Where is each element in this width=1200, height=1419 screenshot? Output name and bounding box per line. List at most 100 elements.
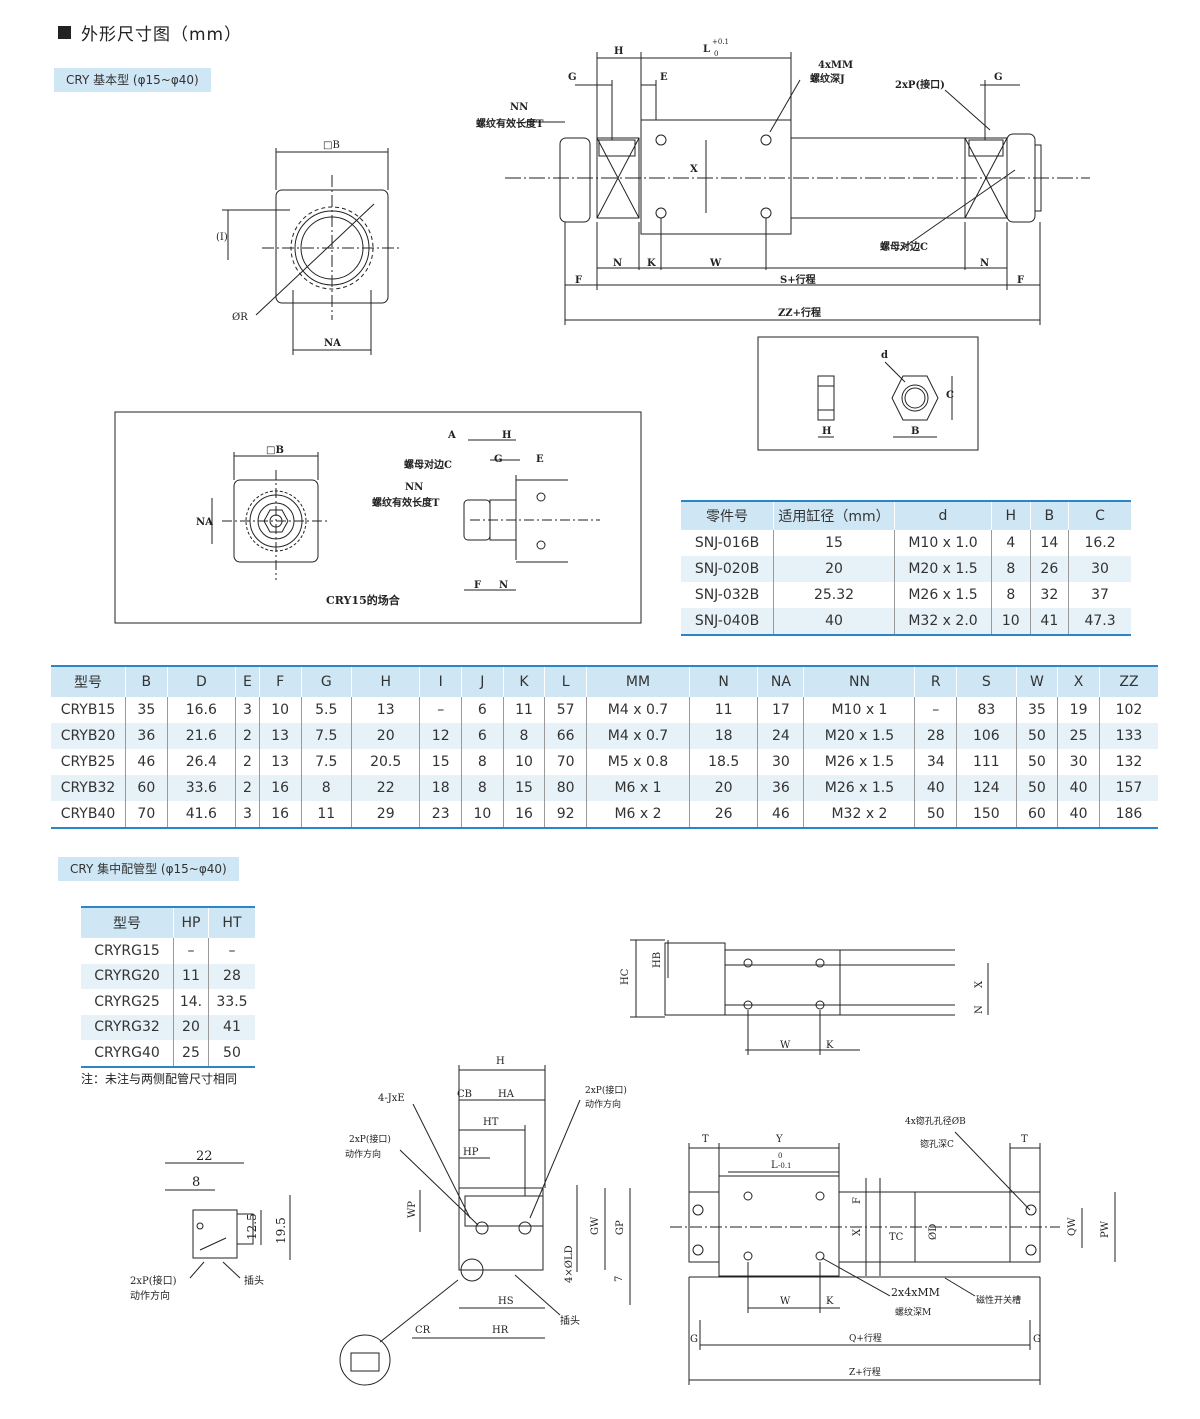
table-cell: 46 xyxy=(125,749,168,775)
table-cell: 29 xyxy=(351,801,421,829)
table-cell: 35 xyxy=(1015,697,1059,723)
table-cell: 70 xyxy=(544,749,587,775)
table-cell: 2 xyxy=(235,723,260,749)
table-cell: 13 xyxy=(258,723,302,749)
pipe-right-slot: 磁性开关槽 xyxy=(976,1294,1021,1306)
pipe-right-counterbore: 4x锪孔孔径ØB xyxy=(905,1115,966,1127)
table-cell: M6 x 2 xyxy=(586,801,690,829)
table-cell: 25.32 xyxy=(773,582,895,608)
pipe-top-hb: HB xyxy=(652,952,663,968)
pipe-right-g-left: G xyxy=(690,1334,698,1345)
table-cell: M26 x 1.5 xyxy=(803,749,916,775)
dim-r: ØR xyxy=(232,312,248,323)
table-cell: – xyxy=(914,697,958,723)
table-cell: 16 xyxy=(502,801,546,829)
nut-detail-drawing xyxy=(817,361,953,438)
label-nn: NN xyxy=(510,102,528,113)
rg-table-header: 型号 HP HT xyxy=(81,906,255,938)
table-row: CRYRG15–– xyxy=(81,938,255,964)
label-port: 2xP(接口) xyxy=(895,78,945,91)
main-th: N xyxy=(688,665,759,697)
table-cell: 14 xyxy=(1029,530,1070,556)
pipe-mid-ld: 4×ØLD xyxy=(564,1245,575,1283)
table-cell: 16 xyxy=(258,775,302,801)
dim-l: L xyxy=(703,44,710,55)
table-cell: 15 xyxy=(502,775,546,801)
table-cell: CRYRG32 xyxy=(81,1014,174,1040)
pipe-mid-ha: HA xyxy=(498,1089,515,1100)
nut-detail-frame xyxy=(757,336,979,451)
nut-dim-h: H xyxy=(822,426,831,437)
cry15-dim-f: F xyxy=(474,580,481,591)
table-cell: 83 xyxy=(956,697,1017,723)
table-cell: M32 x 2 xyxy=(803,801,916,829)
cry15-dim-e: E xyxy=(536,454,544,465)
table-cell: 28 xyxy=(914,723,958,749)
table-cell: 20 xyxy=(688,775,759,801)
section-tag-piping: CRY 集中配管型 (φ15~φ40) xyxy=(58,857,239,881)
pipe-top-hc: HC xyxy=(620,968,631,985)
table-cell: 26 xyxy=(1029,556,1070,582)
pipe-mid-hs: HS xyxy=(498,1296,514,1307)
table-cell: 35 xyxy=(125,697,168,723)
pipe-mid-wp: WP xyxy=(407,1201,418,1218)
nut-th-0: 零件号 xyxy=(681,500,774,530)
cry15-drawing xyxy=(211,439,600,591)
cry15-frame xyxy=(114,411,642,624)
page-title: 外形尺寸图（mm） xyxy=(58,20,242,45)
cry15-dim-n: N xyxy=(499,580,508,591)
table-cell: 16 xyxy=(258,801,302,829)
dim-f-left: F xyxy=(575,275,582,286)
table-cell: CRYB15 xyxy=(51,697,126,723)
table-cell: 11 xyxy=(300,801,353,829)
table-cell: 124 xyxy=(956,775,1017,801)
pipe-right-g-right: G xyxy=(1033,1334,1041,1345)
nut-dim-b: B xyxy=(911,426,919,437)
table-cell: CRYB40 xyxy=(51,801,126,829)
pipe-right-l-tol2: -0.1 xyxy=(778,1162,792,1170)
main-th: R xyxy=(914,665,958,697)
pipe-mid-cb: CB xyxy=(457,1089,472,1100)
main-th: D xyxy=(166,665,237,697)
pipe-small-plug: 插头 xyxy=(244,1274,264,1287)
table-cell: 11 xyxy=(502,697,546,723)
nut-th-5: C xyxy=(1068,500,1131,530)
main-th: B xyxy=(125,665,168,697)
pipe-right-w: W xyxy=(780,1296,791,1307)
table-cell: 26 xyxy=(688,801,759,829)
pipe-mid-h: H xyxy=(496,1056,505,1067)
table-cell: 46 xyxy=(757,801,805,829)
table-cell: 40 xyxy=(914,775,958,801)
pipe-right-t-left: T xyxy=(702,1134,709,1145)
dim-l-tol: +0.1 xyxy=(712,38,729,46)
pipe-mid-je: 4-JxE xyxy=(378,1093,405,1104)
nut-th-3: H xyxy=(991,500,1031,530)
table-cell: 7.5 xyxy=(300,723,353,749)
table-cell: 70 xyxy=(125,801,168,829)
pipe-top-k: K xyxy=(826,1040,834,1051)
table-cell: 10 xyxy=(258,697,302,723)
table-cell: 8 xyxy=(461,749,504,775)
cry15-dim-b: □B xyxy=(266,445,284,456)
table-cell: 12 xyxy=(419,723,463,749)
table-cell: 157 xyxy=(1098,775,1158,801)
table-cell: 16.6 xyxy=(166,697,237,723)
pipe-mid-ht: HT xyxy=(483,1117,499,1128)
table-cell: 18 xyxy=(419,775,463,801)
table-cell: 10 xyxy=(461,801,504,829)
table-cell: SNJ-040B xyxy=(681,608,774,636)
label-mm: 4xMM xyxy=(818,60,853,71)
section-tag-basic: CRY 基本型 (φ15~φ40) xyxy=(54,68,211,92)
cry15-label-nut: 螺母对边C xyxy=(404,458,452,471)
cry15-label-nn-thread: 螺纹有效长度T xyxy=(372,496,440,509)
pipe-right-q: Q+行程 xyxy=(849,1332,882,1344)
rg-th-0: 型号 xyxy=(81,906,174,938)
table-cell: 6 xyxy=(461,723,504,749)
table-cell: 18.5 xyxy=(688,749,759,775)
